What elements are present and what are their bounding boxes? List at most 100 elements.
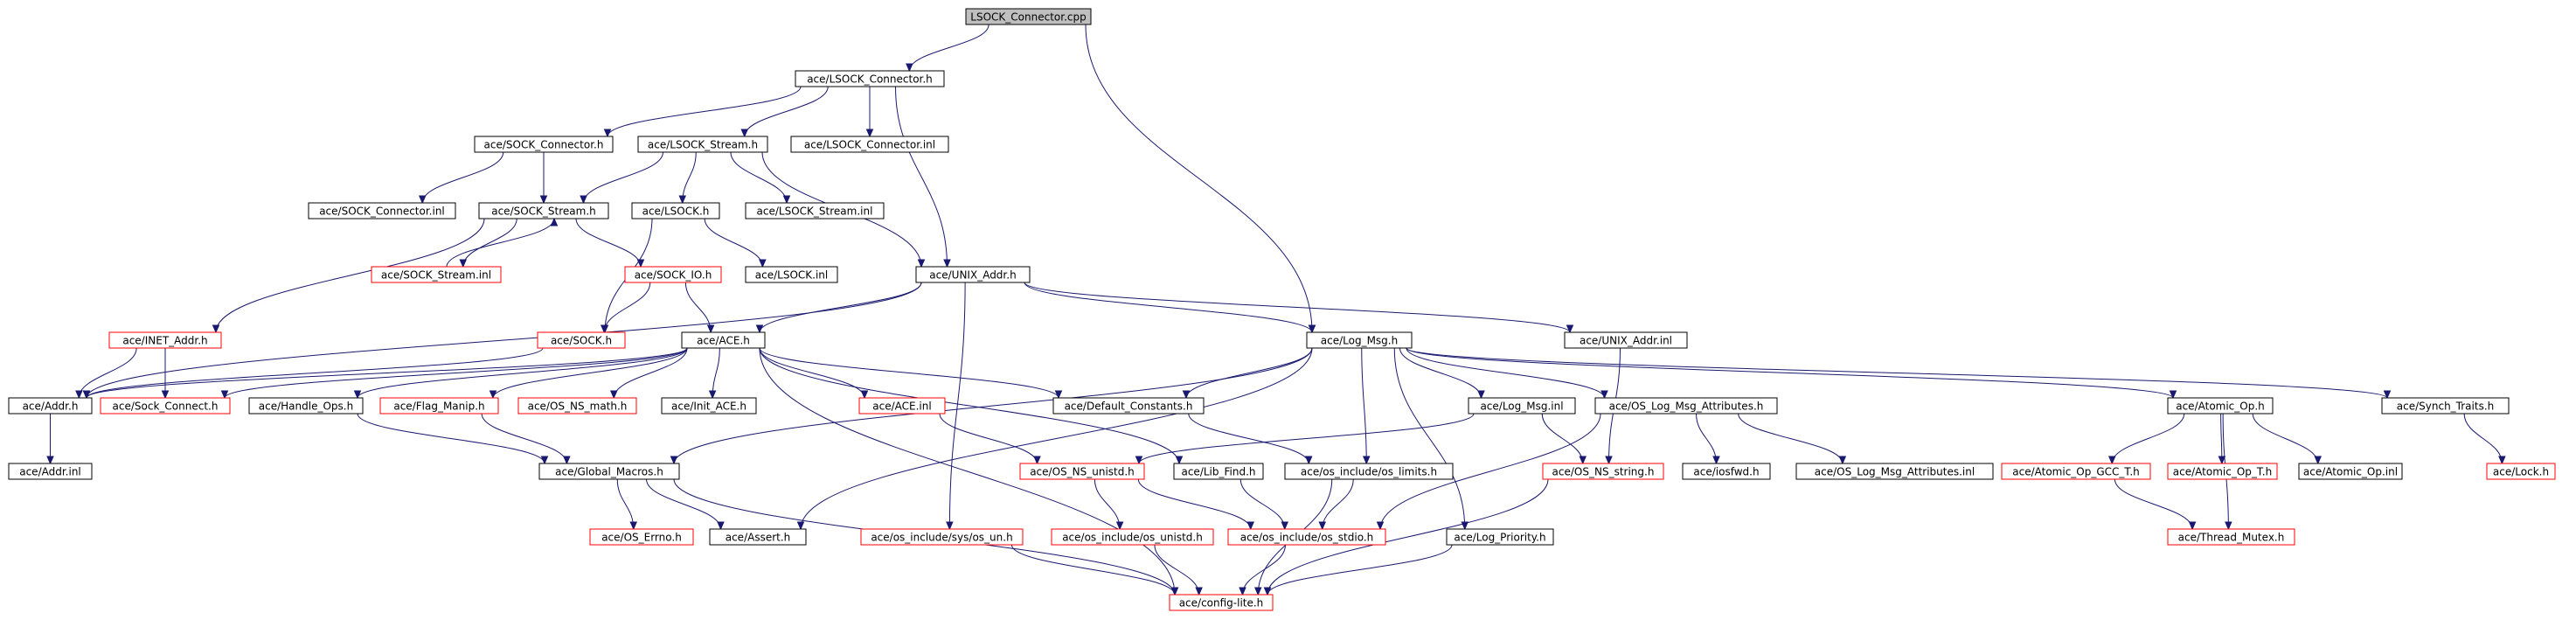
edge-aceh-to-aceinl: [759, 347, 869, 400]
node-box: [474, 136, 614, 153]
edge-line: [616, 478, 635, 530]
edge-lsockconnh-to-lsockconninl: [865, 86, 874, 138]
node-atomicopgcc[interactable]: ace/Atomic_Op_GCC_T.h: [2001, 463, 2151, 480]
node-osnsunistd[interactable]: ace/OS_NS_unistd.h: [1019, 463, 1145, 480]
edge-line: [759, 347, 865, 399]
node-iosfwd[interactable]: ace/iosfwd.h: [1682, 463, 1771, 480]
node-atomicoph[interactable]: ace/Atomic_Op.h: [2167, 397, 2274, 414]
node-logpriority[interactable]: ace/Log_Priority.h: [1446, 528, 1554, 546]
node-atomicopt[interactable]: ace/Atomic_Op_T.h: [2167, 463, 2278, 480]
edge-synchtraits-to-lockh: [2463, 413, 2506, 465]
node-label: ace/Sock_Connect.h: [113, 401, 219, 413]
node-sockconnect[interactable]: ace/Sock_Connect.h: [100, 397, 231, 414]
node-flagmanip[interactable]: ace/Flag_Manip.h: [379, 397, 499, 414]
edge-line: [759, 347, 1176, 596]
node-threadmutex[interactable]: ace/Thread_Mutex.h: [2167, 528, 2295, 546]
arrow-head-icon: [603, 129, 612, 138]
edge-lsockstreamh-to-lsockh: [678, 151, 697, 205]
node-label: ace/OS_NS_string.h: [1552, 466, 1655, 478]
node-addrh[interactable]: ace/Addr.h: [8, 397, 93, 414]
node-box: [795, 70, 945, 87]
node-asserth[interactable]: ace/Assert.h: [709, 528, 807, 546]
edge-logmsgh-to-oslogattr: [1406, 347, 1608, 400]
node-unixaddrinl[interactable]: ace/UNIX_Addr.inl: [1564, 331, 1688, 349]
node-box: [631, 202, 720, 219]
node-logmsginl[interactable]: ace/Log_Msg.inl: [1468, 397, 1576, 414]
node-oslogattr[interactable]: ace/OS_Log_Msg_Attributes.h: [1594, 397, 1778, 414]
node-inetaddrh[interactable]: ace/INET_Addr.h: [108, 331, 222, 349]
edge-atomicoph-to-atomicopinl: [2252, 413, 2323, 465]
node-lsockstreaminl[interactable]: ace/LSOCK_Stream.inl: [745, 202, 885, 219]
edge-root-to-lsockconnh: [906, 24, 989, 73]
node-label: ace/OS_NS_unistd.h: [1030, 466, 1135, 478]
node-lsockconnh[interactable]: ace/LSOCK_Connector.h: [795, 70, 945, 87]
node-sockioh[interactable]: ace/SOCK_IO.h: [624, 266, 722, 283]
edge-sockstreamh-to-sockioh: [575, 218, 645, 268]
arrow-head-icon: [759, 259, 767, 268]
edge-line: [673, 347, 1313, 464]
node-initace[interactable]: ace/Init_ACE.h: [661, 397, 757, 414]
node-box: [537, 331, 626, 349]
node-sockh[interactable]: ace/SOCK.h: [537, 331, 626, 349]
edge-line: [908, 24, 989, 72]
node-configlite[interactable]: ace/config-lite.h: [1169, 594, 1274, 611]
node-aceh[interactable]: ace/ACE.h: [681, 331, 766, 349]
arrow-head-icon: [539, 195, 548, 205]
node-oslogattrinl[interactable]: ace/OS_Log_Msg_Attributes.inl: [1795, 463, 1994, 480]
node-libfind[interactable]: ace/Lib_Find.h: [1173, 463, 1264, 480]
node-unixaddrh[interactable]: ace/UNIX_Addr.h: [915, 266, 1031, 283]
node-oserrno[interactable]: ace/OS_Errno.h: [589, 528, 694, 546]
edge-line: [1406, 347, 1605, 399]
node-root[interactable]: LSOCK_Connector.cpp: [965, 8, 1092, 25]
node-box: [2001, 463, 2151, 480]
node-sockstreaminl[interactable]: ace/SOCK_Stream.inl: [371, 266, 502, 283]
node-osnsstring[interactable]: ace/OS_NS_string.h: [1542, 463, 1664, 480]
node-sockconnh[interactable]: ace/SOCK_Connector.h: [474, 136, 614, 153]
node-lockh[interactable]: ace/Lock.h: [2486, 463, 2556, 480]
node-lsockh[interactable]: ace/LSOCK.h: [631, 202, 720, 219]
node-oslimits[interactable]: ace/os_include/os_limits.h: [1284, 463, 1454, 480]
edge-oslogattr-to-iosfwd: [1696, 413, 1720, 465]
node-handleops[interactable]: ace/Handle_Ops.h: [248, 397, 364, 414]
node-label: ace/LSOCK_Connector.inl: [804, 139, 935, 151]
edge-aceh-to-defconst: [759, 347, 1063, 400]
node-label: ace/OS_NS_math.h: [528, 401, 628, 413]
arrow-head-icon: [782, 195, 791, 205]
node-atomicopinl[interactable]: ace/Atomic_Op.inl: [2298, 463, 2403, 480]
edge-flagmanip-to-globalmacros: [481, 413, 571, 465]
node-ossysun[interactable]: ace/os_include/sys/os_un.h: [860, 528, 1024, 546]
arrow-head-icon: [2107, 456, 2116, 465]
node-aceinl[interactable]: ace/ACE.inl: [858, 397, 946, 414]
edge-sockconnh-to-sockstreamh: [539, 152, 548, 205]
node-addrinl[interactable]: ace/Addr.inl: [8, 463, 93, 480]
node-defconst[interactable]: ace/Default_Constants.h: [1052, 397, 1205, 414]
arrow-head-icon: [946, 521, 954, 531]
node-lsockinl[interactable]: ace/LSOCK.inl: [745, 266, 838, 283]
edge-line: [759, 282, 922, 333]
edge-line: [1137, 478, 1252, 530]
node-lsockconninl[interactable]: ace/LSOCK_Connector.inl: [790, 136, 949, 153]
arrow-head-icon: [943, 259, 951, 268]
node-osunistd[interactable]: ace/os_include/os_unistd.h: [1051, 528, 1214, 546]
node-label: ace/LSOCK_Stream.inl: [757, 206, 873, 218]
node-label: ace/Lock.h: [2493, 466, 2549, 478]
edge-line: [481, 413, 567, 464]
node-box: [248, 397, 364, 414]
node-osstdio[interactable]: ace/os_include/os_stdio.h: [1227, 528, 1386, 546]
node-box: [1019, 463, 1145, 480]
node-synchtraits[interactable]: ace/Synch_Traits.h: [2381, 397, 2510, 414]
node-lsockstreamh[interactable]: ace/LSOCK_Stream.h: [637, 136, 768, 153]
edge-osstdio-to-configlite: [1239, 544, 1286, 596]
node-sockstreamh[interactable]: ace/SOCK_Stream.h: [478, 202, 609, 219]
edge-lsockconnh-to-lsockstreamh: [740, 86, 829, 138]
edge-defconst-to-oslimits: [1188, 413, 1313, 465]
node-logmsgh[interactable]: ace/Log_Msg.h: [1306, 331, 1413, 349]
node-layer: LSOCK_Connector.cpp ace/LSOCK_Connector.h…: [8, 8, 2556, 611]
edge-logmsgh-to-atomicoph: [1406, 347, 2177, 400]
arrow-head-icon: [418, 195, 427, 205]
node-sockconninl[interactable]: ace/SOCK_Connector.inl: [308, 202, 456, 219]
edge-unixaddrh-to-aceh: [755, 282, 922, 334]
node-osnsmath[interactable]: ace/OS_NS_math.h: [517, 397, 637, 414]
node-label: LSOCK_Connector.cpp: [970, 11, 1086, 24]
node-globalmacros[interactable]: ace/Global_Macros.h: [538, 463, 680, 480]
